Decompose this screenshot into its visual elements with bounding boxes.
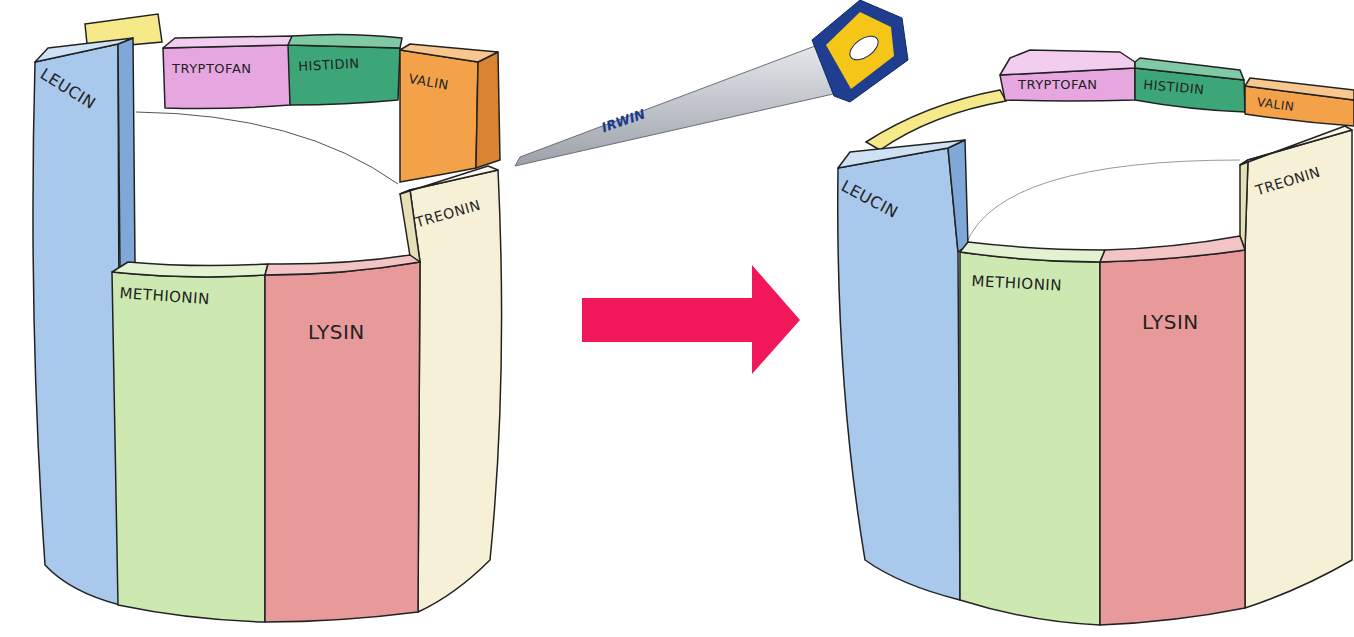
saw-handle-hole — [846, 31, 883, 64]
stave-face — [33, 44, 120, 605]
barrel-stave: TREONIN — [1236, 122, 1354, 612]
barrel-stave: VALIN — [1242, 76, 1354, 130]
stave-shape — [1096, 232, 1248, 628]
amino-acid-label: LYSIN — [308, 322, 365, 342]
saw-blade — [515, 46, 842, 166]
saw-grip — [826, 12, 894, 89]
stave-face — [1100, 250, 1245, 625]
stave-face — [1240, 160, 1248, 250]
barrel-stave: TRYPTOFAN — [996, 46, 1138, 106]
inner-rim-line — [966, 160, 1240, 244]
stave-face — [410, 170, 502, 612]
stave-face — [1000, 50, 1135, 75]
barrel-stave: VALIN — [396, 44, 502, 184]
barrel-stave: LYSIN — [1096, 232, 1248, 628]
stave-face — [112, 272, 265, 622]
stave-face — [960, 242, 1105, 262]
stave-face — [265, 262, 420, 622]
stave-face — [400, 50, 478, 182]
transition-arrow — [582, 265, 800, 374]
stave-shape — [956, 238, 1108, 628]
stave-face — [1100, 236, 1245, 262]
stave-face — [960, 252, 1100, 625]
saw-handle — [812, 0, 908, 102]
amino-acid-label: TRYPTOFAN — [172, 62, 252, 75]
barrel-stave: HISTIDIN — [1132, 54, 1248, 116]
stave-face — [400, 166, 498, 194]
barrel-stave: TRYPTOFAN — [160, 34, 295, 112]
stave-face — [265, 255, 420, 275]
stave-face — [1240, 126, 1352, 165]
yellow-stave — [866, 90, 1006, 150]
stave-face — [400, 44, 498, 62]
barrel-stave: LEUCIN — [830, 136, 970, 604]
stave-face — [163, 36, 292, 48]
stave-shape — [996, 46, 1138, 106]
stave-shape — [396, 44, 502, 184]
barrel-stave: METHIONIN — [108, 258, 270, 626]
barrel-stave: METHIONIN — [956, 238, 1108, 628]
stave-face — [476, 52, 500, 168]
barrel-stave: LYSIN — [262, 252, 424, 626]
stave-shape — [262, 252, 424, 626]
stave-face — [118, 38, 135, 270]
stave-shape — [1236, 122, 1354, 612]
stave-face — [288, 45, 400, 105]
stave-face — [35, 38, 133, 62]
amino-acid-label: HISTIDIN — [298, 57, 360, 73]
stave-face — [288, 34, 402, 48]
stave-face — [1245, 130, 1352, 608]
stave-shape — [108, 258, 270, 626]
stave-face — [1135, 58, 1244, 80]
stave-face — [838, 140, 965, 168]
barrel-stave: HISTIDIN — [286, 30, 404, 108]
stave-face — [948, 140, 968, 252]
amino-acid-label: TRYPTOFAN — [1018, 78, 1098, 91]
stave-face — [112, 262, 268, 277]
inner-wall-line — [136, 112, 398, 184]
stave-face — [838, 148, 960, 600]
amino-acid-label: LYSIN — [1142, 312, 1199, 332]
stave-face — [163, 45, 290, 109]
